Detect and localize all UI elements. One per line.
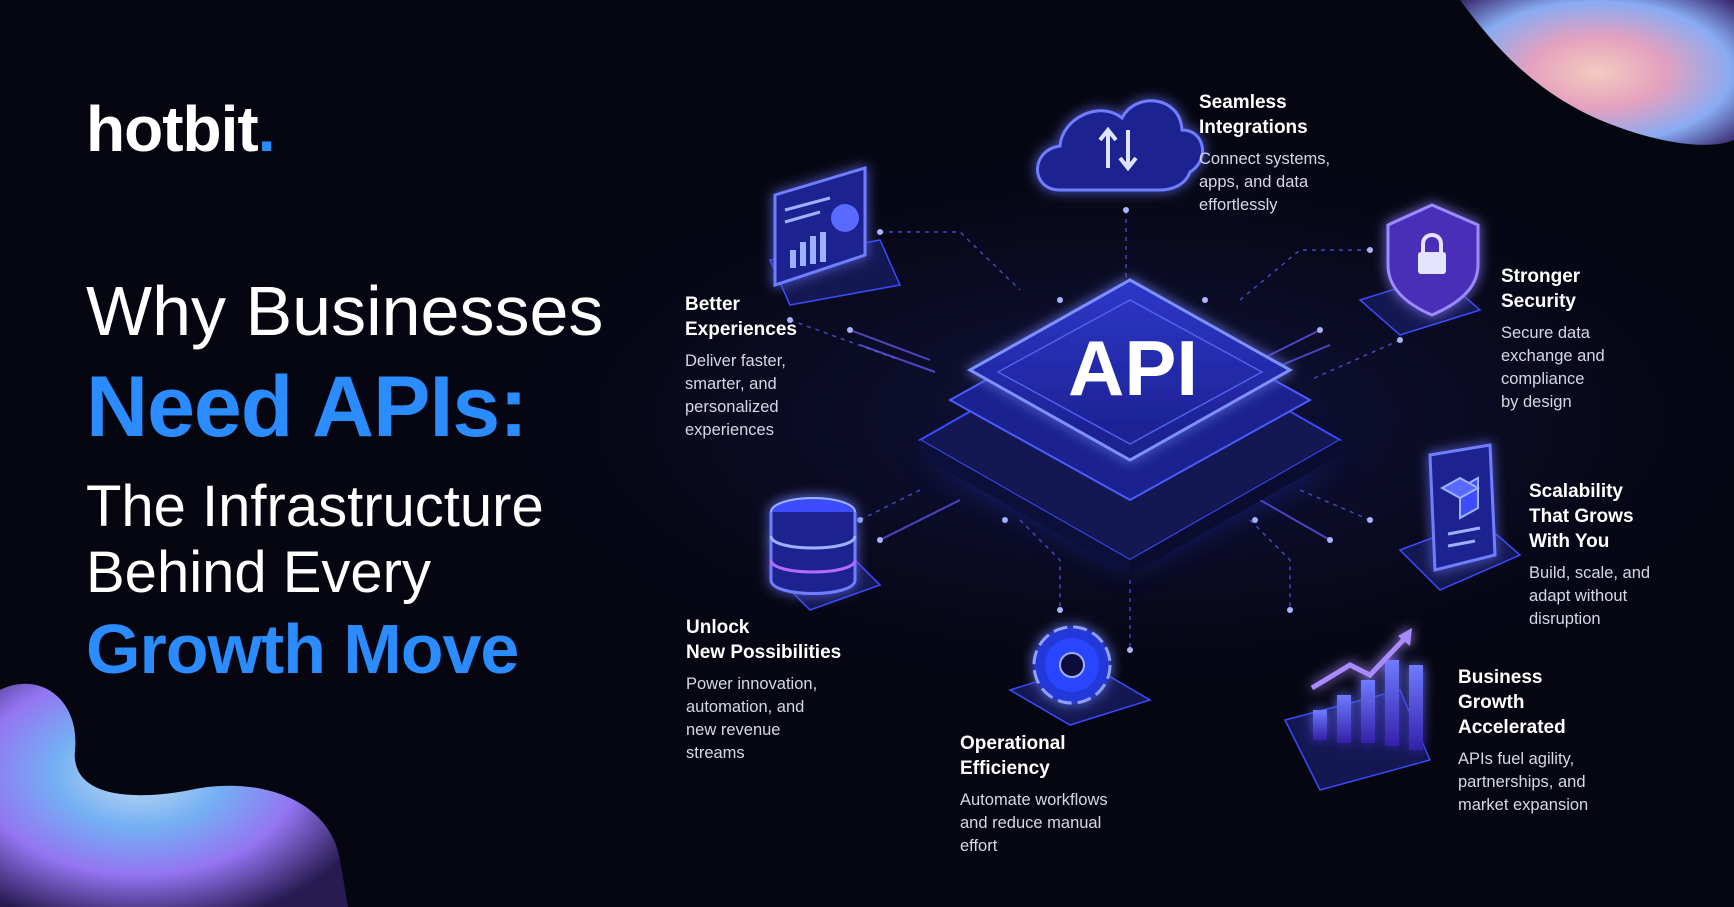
feature-desc-line: automation, and [686,698,805,716]
feature-desc-line: Automate workflows [960,791,1108,809]
circuit-node-dot [877,229,883,235]
feature-title-line: Unlock [686,617,750,638]
feature-desc-line: Power innovation, [686,675,818,693]
headline-line-4: Behind Every [86,540,431,605]
feature-title-line: Better [685,294,740,315]
feature-desc-line: exchange and [1501,347,1605,365]
feature-title-line: With You [1529,531,1610,552]
chip-top [966,278,1294,462]
circuit-node-dot [1057,607,1063,613]
circuit-node-dot [877,537,883,543]
brand-dot: . [257,93,276,165]
feature-business-growth-accelerated: Business Growth Accelerated APIs fuel ag… [1458,665,1588,817]
feature-title-line: Operational [960,733,1066,754]
feature-desc-line: by design [1501,393,1572,411]
feature-desc-line: effort [960,837,998,855]
circuit-node-dot [847,327,853,333]
circuit-node-dot [787,317,793,323]
feature-title-line: Experiences [685,319,797,340]
feature-title-line: New Possibilities [686,642,842,663]
feature-desc-line: apps, and data [1199,173,1309,191]
circuit-node-dot [1057,297,1063,303]
feature-title-line: Integrations [1199,117,1308,138]
circuit-node-dot [1202,297,1208,303]
feature-operational-efficiency: Operational Efficiency Automate workflow… [960,731,1108,858]
feature-desc-line: and reduce manual [960,814,1102,832]
api-chip [917,278,1343,575]
circuit-node-dot [1127,647,1133,653]
circuit-node-dot [1317,327,1323,333]
circuit-node-dot [1287,607,1293,613]
feature-title-line: Business [1458,667,1543,688]
liquid-blob-bottom-left [0,683,348,907]
circuit-node-dot [1367,247,1373,253]
feature-desc-line: experiences [685,421,774,439]
circuit-node-dot [1367,517,1373,523]
circuit-node-dot [1252,517,1258,523]
circuit-node-dot [857,517,863,523]
feature-title-line: Stronger [1501,266,1581,287]
gear-icon [1008,625,1152,726]
feature-desc-line: partnerships, and [1458,773,1586,791]
feature-title-line: Growth [1458,692,1525,713]
liquid-blob-top-right [1460,0,1734,145]
feature-desc-line: APIs fuel agility, [1458,750,1575,768]
feature-title-line: Seamless [1199,92,1287,113]
circuit-node-dot [1327,537,1333,543]
cloud-sync-icon [1036,99,1204,192]
feature-title-line: Security [1501,291,1576,312]
feature-title-line: Scalability [1529,481,1623,502]
feature-title-line: Accelerated [1458,717,1566,738]
mobile-cube-icon [1398,443,1522,591]
circuit-traces [789,210,1401,650]
feature-desc-line: Connect systems, [1199,150,1331,168]
shield-lock-icon [1358,203,1482,336]
feature-title-line: That Grows [1529,506,1634,527]
feature-desc-line: disruption [1529,610,1601,628]
feature-title-line: Efficiency [960,758,1050,779]
headline-line-2: Need APIs: [86,359,528,455]
feature-seamless-integrations: Seamless Integrations Connect systems, a… [1199,90,1330,217]
circuit-node-dot [1002,517,1008,523]
feature-desc-line: personalized [685,398,779,416]
database-icon [768,497,882,611]
feature-desc-line: Deliver faster, [685,352,786,370]
headline-line-3: The Infrastructure [86,474,544,539]
circuit-node-dot [1397,337,1403,343]
headline-line-5: Growth Move [86,610,519,688]
feature-desc-line: adapt without [1529,587,1628,605]
feature-better-experiences: Better Experiences Deliver faster, smart… [685,292,797,442]
feature-desc-line: new revenue [686,721,781,739]
brand-logo: hotbit. [86,92,276,166]
feature-desc-line: streams [686,744,745,762]
headline-line-1: Why Businesses [86,272,604,350]
feature-unlock-new-possibilities: Unlock New Possibilities Power innovatio… [686,615,841,765]
feature-desc-line: effortlessly [1199,196,1278,214]
feature-desc-line: compliance [1501,370,1585,388]
api-chip-label: API [1068,324,1198,412]
feature-desc-line: smarter, and [685,375,777,393]
feature-stronger-security: Stronger Security Secure data exchange a… [1501,264,1605,414]
feature-desc-line: Secure data [1501,324,1590,342]
feature-scalability: Scalability That Grows With You Build, s… [1529,479,1650,631]
feature-desc-line: market expansion [1458,796,1589,814]
dashboard-monitor-icon [768,165,902,306]
feature-desc-line: Build, scale, and [1529,564,1651,582]
circuit-node-dots [787,207,1403,653]
growth-chart-icon [1283,628,1432,791]
brand-name: hotbit [86,93,259,165]
circuit-node-dot [1123,207,1129,213]
